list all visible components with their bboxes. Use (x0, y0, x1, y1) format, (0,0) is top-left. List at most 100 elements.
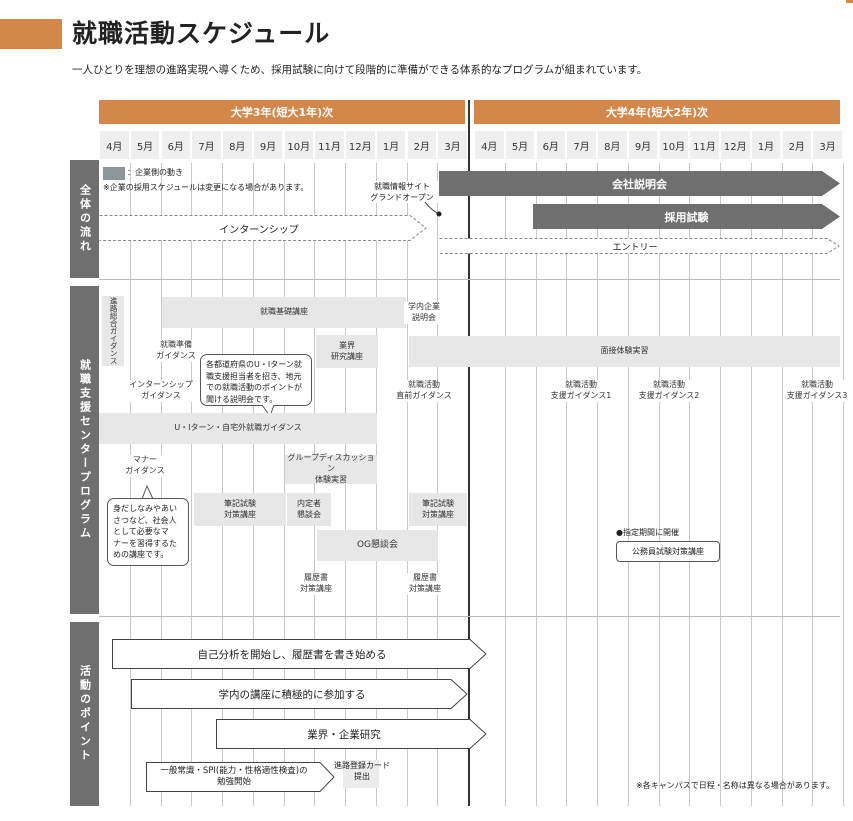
resume-course-1: 履歴書 対策講座 (294, 573, 338, 595)
u-i-callout-line-4: 聞ける説明会です。 (206, 394, 278, 404)
month-cell: 11月 (690, 131, 719, 159)
month-cell: 3月 (438, 131, 467, 159)
support-guidance-2-line-1: 就職活動 (653, 380, 685, 389)
naitei-meeting: 内定者 懇談会 (287, 493, 331, 526)
internship-label: インターンシップ (219, 224, 299, 236)
legend-label: ：企業側の動き (127, 168, 183, 177)
month-cell: 2月 (782, 131, 811, 159)
pre-guidance-line-2: 直前ガイダンス (396, 390, 452, 400)
prep-guidance-line-2: ガイダンス (156, 350, 196, 360)
month-grid-line (345, 163, 346, 806)
site-open-label: 就職情報サイト グランドオープン (364, 181, 440, 204)
section-overall: 全体の流れ (70, 160, 99, 278)
month-cell: 10月 (284, 131, 313, 159)
month-cell: 1月 (376, 131, 406, 159)
campus-briefing-line-2: 説明会 (412, 312, 436, 322)
point-3-arrow (216, 719, 487, 749)
point-4-arrow (146, 762, 335, 792)
manner-callout: 身だしなみやあい さつなど、社会人 として必要なマ ナーを習得するた めの講座で… (107, 498, 189, 566)
point-4-line-2: 勉強開始 (216, 777, 251, 787)
group-discussion-line-1: グループディスカッション (287, 453, 375, 474)
campus-briefing-line-1: 学内企業 (408, 302, 440, 311)
campus-briefing: 学内企業 説明会 (404, 302, 444, 324)
written-2-line-2: 対策講座 (422, 509, 454, 519)
month-grid-line (536, 163, 537, 806)
month-cell: 4月 (475, 131, 504, 159)
site-open-line-2: グランドオープン (370, 193, 434, 203)
manner-callout-line-4: ナーを習得するた (113, 538, 177, 548)
entry-arrow (439, 238, 840, 254)
month-grid-line (782, 163, 783, 806)
u-i-callout-line-1: 各都道府県のU・Iターン就 (206, 360, 302, 369)
resume-2-line-2: 対策講座 (409, 583, 441, 593)
point-4-label: 一般常識・SPI(能力・性格適性検査)の 勉強開始 (146, 762, 322, 792)
section-separator-1 (99, 279, 840, 280)
pointer-dot (436, 211, 442, 217)
month-cell: 4月 (100, 131, 129, 159)
naitei-line-2: 懇談会 (297, 509, 321, 519)
month-cell: 8月 (223, 131, 252, 159)
month-cell: 3月 (813, 131, 842, 159)
industry-course-line-1: 業界 (339, 340, 355, 350)
month-grid-line (812, 163, 813, 806)
point-3-label: 業界・企業研究 (307, 728, 381, 741)
point-2-label: 学内の講座に積極的に参加する (218, 688, 366, 701)
month-cell: 6月 (161, 131, 190, 159)
month-cell: 10月 (659, 131, 688, 159)
tail-shape (141, 484, 154, 500)
manner-guidance-line-2: ガイダンス (125, 465, 165, 475)
entry-arrow-outline (439, 238, 840, 254)
written-1-line-1: 筆記試験 (224, 498, 256, 508)
page-title: 就職活動スケジュール (72, 19, 331, 48)
support-guidance-1: 就職活動 支援ガイダンス1 (548, 380, 614, 402)
month-grid-line (191, 163, 192, 806)
company-briefing-bar: 会社説明会 (439, 171, 840, 196)
prep-guidance: 就職準備 ガイダンス (154, 340, 198, 362)
internship-guidance: インターンシップ ガイダンス (128, 380, 194, 402)
internship-guidance-line-2: ガイダンス (141, 390, 181, 400)
section-separator-2 (99, 616, 840, 617)
written-2-line-1: 筆記試験 (422, 498, 454, 508)
month-grid-line (376, 163, 377, 806)
manner-callout-tail (141, 484, 154, 500)
manner-callout-line-5: めの講座です。 (113, 550, 169, 560)
interview-practice: 面接体験実習 (409, 336, 840, 367)
support-guidance-3-line-1: 就職活動 (801, 380, 833, 389)
designated-period: ●指定期間に開催 (616, 528, 679, 537)
month-cell: 1月 (751, 131, 781, 159)
manner-callout-line-1: 身だしなみやあい (113, 504, 177, 513)
point-1-arrow (112, 639, 487, 669)
footnote: ※各キャンパスで日程・名称は異なる場合があります。 (636, 781, 834, 790)
title-accent-bar (0, 19, 62, 49)
month-cell: 8月 (598, 131, 627, 159)
og-meeting: OG懇談会 (317, 530, 438, 561)
month-grid-line (720, 163, 721, 806)
naitei-line-1: 内定者 (297, 498, 321, 508)
written-1-line-2: 対策講座 (224, 509, 256, 519)
u-i-callout: 各都道府県のU・Iターン就 職支援担当者を招き、地元 での就職活動のポイントが … (200, 354, 312, 406)
month-grid-line (314, 163, 315, 806)
point-3-outline (216, 719, 487, 749)
point-4-outline (146, 762, 335, 792)
month-grid-line (566, 163, 567, 806)
point-5-line-1: 進路登録カード (334, 761, 390, 770)
page-subtitle: 一人ひとりを理想の進路実現へ導くため、採用試験に向けて段階的に準備ができる体系的… (72, 64, 648, 76)
year-divider (468, 100, 470, 806)
support-guidance-2: 就職活動 支援ガイダンス2 (636, 380, 702, 402)
manner-callout-line-3: として必要なマ (113, 527, 169, 537)
month-cell: 5月 (130, 131, 160, 159)
point-2-arrow (131, 679, 468, 709)
month-grid-line (659, 163, 660, 806)
month-grid-line (628, 163, 629, 806)
month-cell: 9月 (253, 131, 283, 159)
month-grid-line (597, 163, 598, 806)
month-cell: 11月 (315, 131, 344, 159)
resume-1-line-2: 対策講座 (300, 583, 332, 593)
month-grid-line (407, 163, 408, 806)
manner-guidance: マナー ガイダンス (122, 455, 168, 477)
u-i-turn-guidance: U・Iターン・自宅外就職ガイダンス (99, 413, 377, 444)
month-grid-line (161, 163, 162, 806)
section-program: 就職支援センタープログラム (70, 286, 99, 614)
year-header-4: 大学4年(短大2年)次 (474, 100, 840, 124)
group-discussion-line-2: 体験実習 (315, 474, 347, 484)
